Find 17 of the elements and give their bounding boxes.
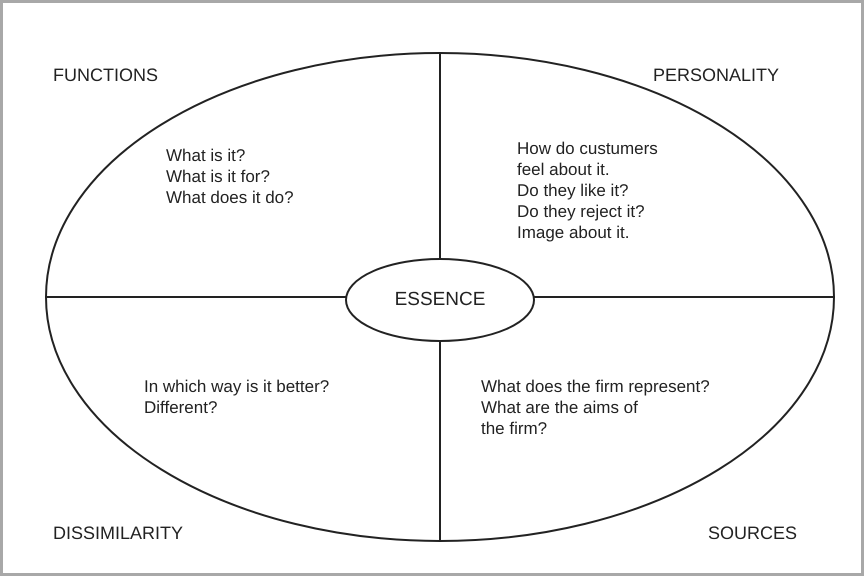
- question-text: Do they like it?: [517, 180, 628, 201]
- outer-ellipse: [45, 52, 835, 542]
- question-text: In which way is it better?: [144, 376, 330, 397]
- question-text: What is it for?: [166, 166, 270, 187]
- question-text: Different?: [144, 397, 218, 418]
- quadrant-heading: DISSIMILARITY: [53, 523, 184, 544]
- question-text: How do custumers feel about it.: [517, 138, 659, 180]
- question-text: What is it?: [166, 145, 246, 166]
- question-text: Do they reject it?: [517, 201, 645, 222]
- question-text: What does the firm represent?: [481, 376, 710, 397]
- quadrant-heading: FUNCTIONS: [53, 65, 158, 86]
- question-text: What are the aims of the firm?: [481, 397, 639, 439]
- question-text: What does it do?: [166, 187, 294, 208]
- question-text: Image about it.: [517, 222, 630, 243]
- center-ellipse: ESSENCE: [345, 258, 535, 342]
- quadrant-heading: SOURCES: [708, 523, 798, 544]
- quadrant-heading: PERSONALITY: [653, 65, 780, 86]
